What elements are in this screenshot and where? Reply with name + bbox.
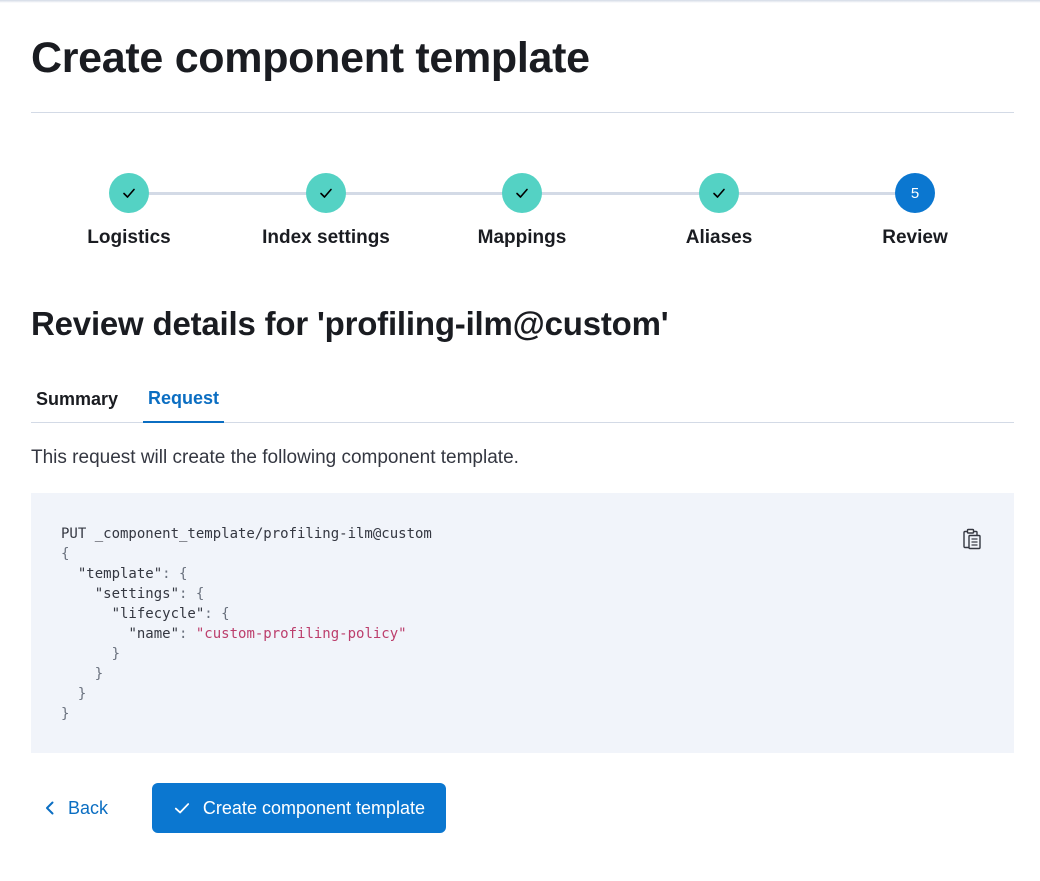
copy-button[interactable] bbox=[960, 527, 984, 551]
stepper: Logistics Index settings Mappings Aliase… bbox=[31, 173, 1014, 263]
step-review[interactable]: 5 Review bbox=[817, 173, 1013, 249]
chevron-left-icon bbox=[46, 801, 54, 815]
code-key-name: "name" bbox=[128, 626, 180, 642]
step-complete-marker bbox=[306, 173, 346, 213]
step-mappings[interactable]: Mappings bbox=[424, 173, 620, 249]
step-label: Review bbox=[882, 227, 948, 248]
page-title: Create component template bbox=[31, 34, 590, 82]
step-complete-marker bbox=[109, 173, 149, 213]
step-complete-marker bbox=[502, 173, 542, 213]
step-number-marker: 5 bbox=[895, 173, 935, 213]
review-tabs: Summary Request bbox=[31, 376, 1014, 423]
request-description: This request will create the following c… bbox=[31, 447, 519, 468]
top-shadow bbox=[0, 0, 1040, 3]
check-icon bbox=[174, 803, 190, 814]
code-key-template: "template" bbox=[77, 566, 163, 582]
create-button-label: Create component template bbox=[202, 797, 426, 818]
step-aliases[interactable]: Aliases bbox=[621, 173, 817, 249]
create-component-template-button[interactable]: Create component template bbox=[152, 783, 446, 833]
step-index-settings[interactable]: Index settings bbox=[228, 173, 424, 249]
review-title: Review details for 'profiling-ilm@custom… bbox=[31, 305, 669, 342]
check-icon bbox=[123, 188, 135, 198]
code-value-name: "custom-profiling-policy" bbox=[195, 626, 407, 642]
request-code-block: PUT _component_template/profiling-ilm@cu… bbox=[31, 493, 1014, 753]
step-label: Index settings bbox=[262, 227, 390, 248]
back-button[interactable]: Back bbox=[36, 784, 120, 832]
tab-summary[interactable]: Summary bbox=[36, 389, 119, 409]
step-logistics[interactable]: Logistics bbox=[31, 173, 227, 249]
step-complete-marker bbox=[699, 173, 739, 213]
check-icon bbox=[320, 188, 332, 198]
clipboard-icon bbox=[963, 528, 981, 550]
code-key-lifecycle: "lifecycle" bbox=[111, 606, 205, 622]
back-button-label: Back bbox=[68, 797, 109, 818]
check-icon bbox=[713, 188, 725, 198]
tab-request[interactable]: Request bbox=[143, 376, 225, 423]
step-label: Logistics bbox=[87, 227, 171, 248]
title-divider bbox=[31, 112, 1014, 113]
code-method-line: PUT _component_template/profiling-ilm@cu… bbox=[61, 526, 432, 542]
step-label: Aliases bbox=[685, 227, 753, 248]
code-key-settings: "settings" bbox=[94, 586, 180, 602]
check-icon bbox=[516, 188, 528, 198]
request-code: PUT _component_template/profiling-ilm@cu… bbox=[61, 526, 432, 722]
step-label: Mappings bbox=[477, 227, 567, 248]
